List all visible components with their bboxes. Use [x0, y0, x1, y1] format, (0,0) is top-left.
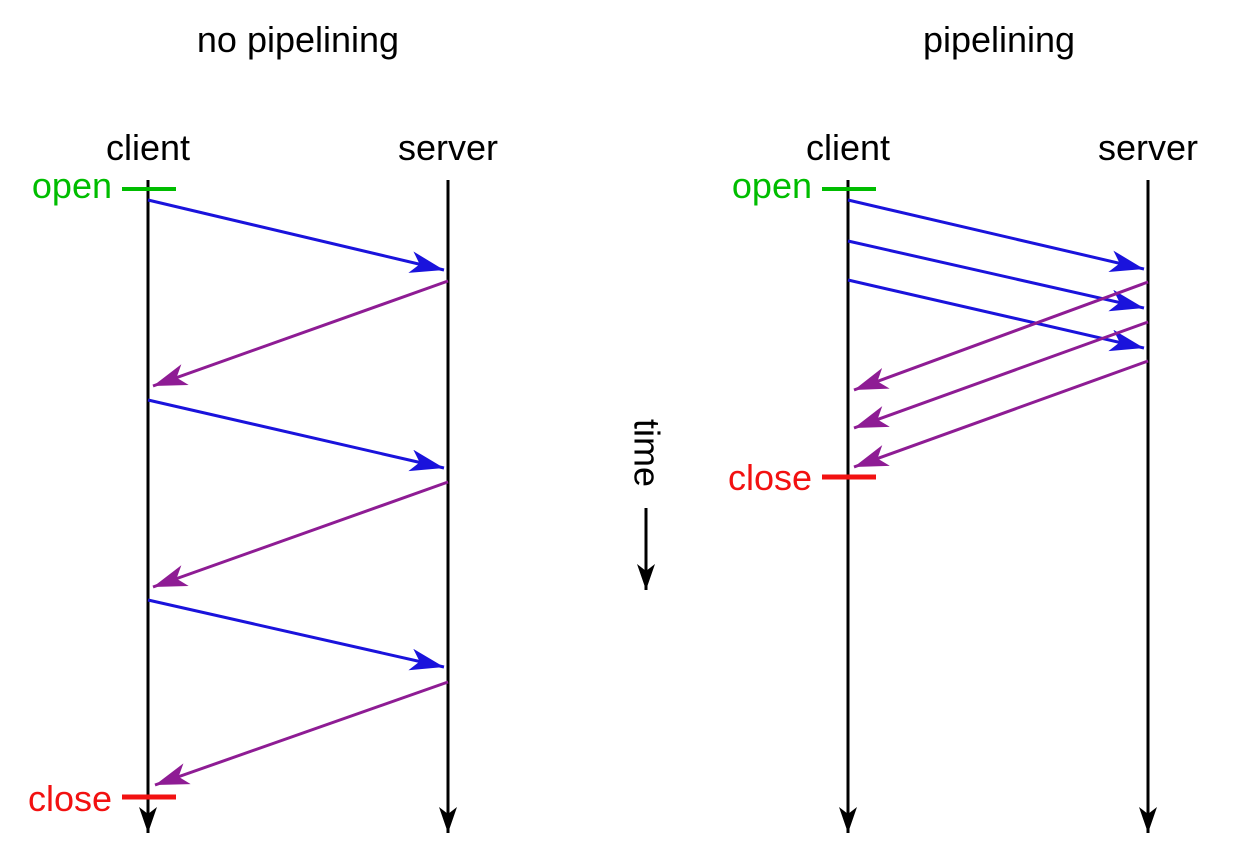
diagram-title: pipelining	[923, 19, 1075, 60]
request-arrow-1	[147, 198, 445, 273]
client-label: client	[806, 127, 890, 168]
response-arrow-3	[154, 680, 449, 787]
response-arrow-1	[853, 280, 1149, 392]
response-arrow-2	[853, 320, 1149, 430]
request-arrow-2	[147, 398, 445, 472]
no-pipelining-diagram: no pipelining client server open close	[28, 19, 498, 833]
request-arrow-3	[147, 598, 445, 671]
open-label: open	[732, 165, 812, 206]
diagram-title: no pipelining	[197, 19, 399, 60]
client-label: client	[106, 127, 190, 168]
request-arrow-1	[847, 198, 1145, 272]
request-arrow-3	[847, 278, 1145, 352]
request-arrow-2	[847, 239, 1145, 312]
close-label: close	[728, 457, 812, 498]
server-label: server	[1098, 127, 1198, 168]
time-axis-label: time	[627, 419, 668, 487]
response-arrow-2	[152, 480, 449, 589]
pipelining-diagram: pipelining client server open close	[728, 19, 1198, 833]
close-label: close	[28, 778, 112, 819]
response-arrow-1	[152, 279, 449, 388]
response-arrow-3	[853, 359, 1149, 469]
server-label: server	[398, 127, 498, 168]
time-axis: time	[627, 419, 668, 590]
open-label: open	[32, 165, 112, 206]
